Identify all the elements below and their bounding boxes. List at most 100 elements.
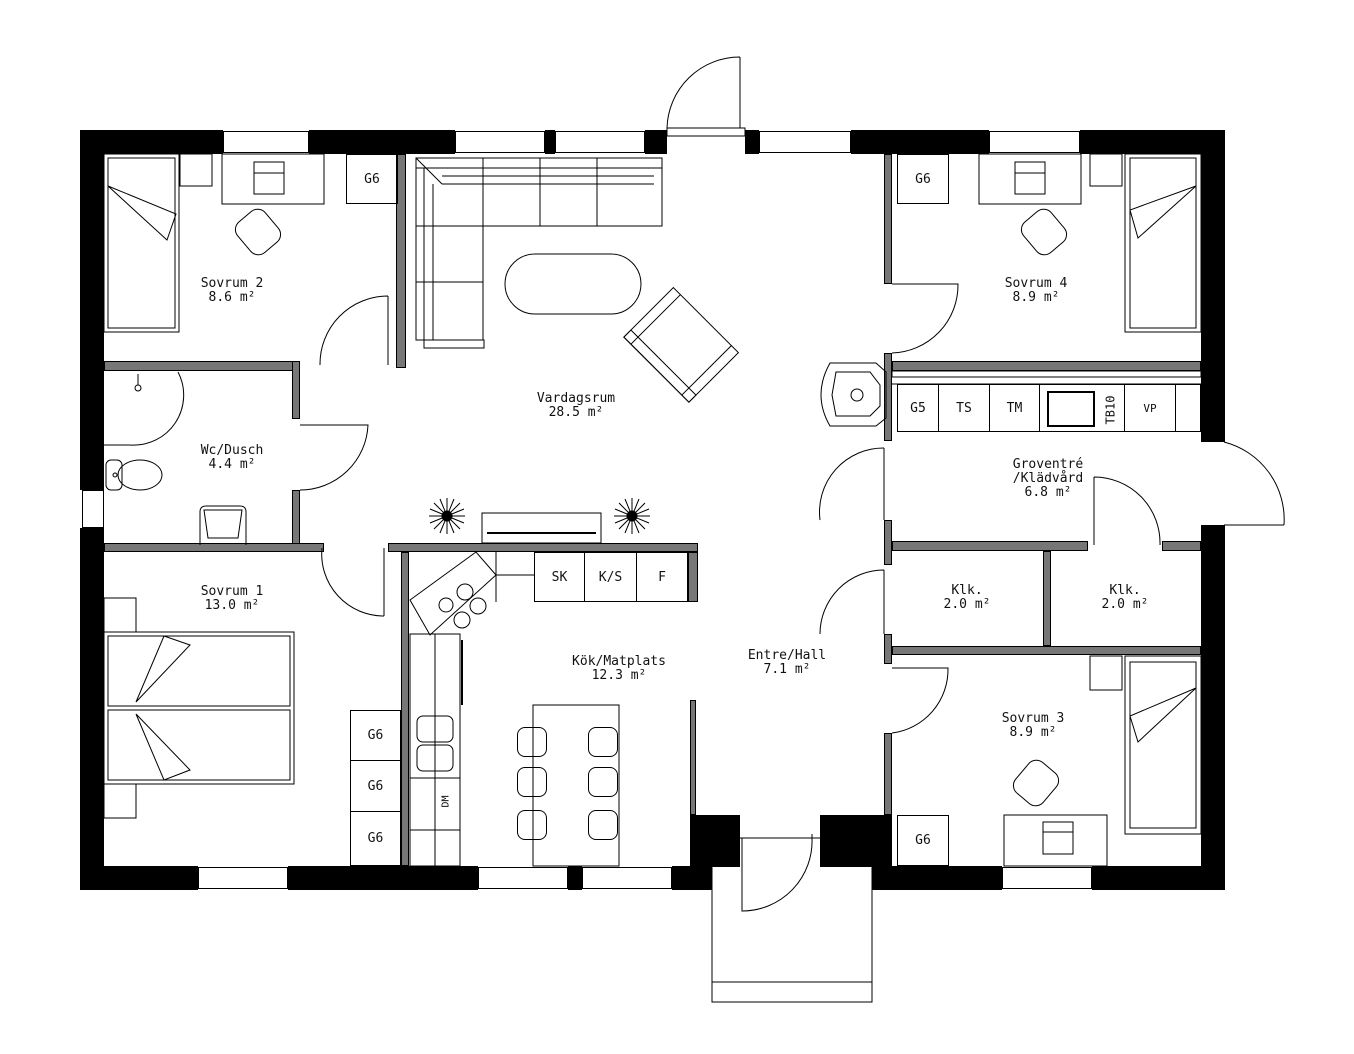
exterior-wall-right <box>1201 525 1225 890</box>
room-label-vardagsrum: Vardagsrum 28.5 m² <box>537 392 615 420</box>
room-label-sovrum-4: Sovrum 4 8.9 m² <box>1005 277 1068 305</box>
room-name: Sovrum 1 <box>200 584 264 599</box>
exterior-wall-right <box>1201 130 1225 442</box>
unit-label: VP <box>1143 401 1157 415</box>
room-area: 8.9 m² <box>1009 725 1057 740</box>
exterior-wall-bottom <box>568 866 582 890</box>
window <box>1002 867 1092 889</box>
room-label-klk-2: Klk. 2.0 m² <box>1102 584 1149 612</box>
dining-chair <box>588 810 618 840</box>
wardrobe-label: G6 <box>915 171 931 187</box>
interior-wall <box>884 733 892 815</box>
room-name: Kök/Matplats <box>572 654 666 669</box>
room-area: 13.0 m² <box>204 598 260 613</box>
room-name: Sovrum 3 <box>1001 711 1065 726</box>
room-name: Wc/Dusch <box>200 443 264 458</box>
laundry-unit-tm: TM <box>989 384 1040 432</box>
room-label-sovrum-2: Sovrum 2 8.6 m² <box>201 277 264 305</box>
dining-chair <box>517 727 547 757</box>
wardrobe-g6-sovrum4: G6 <box>897 154 949 204</box>
wardrobe-g6-sovrum1: G6 <box>350 710 401 761</box>
window <box>82 490 104 528</box>
room-name: Sovrum 2 <box>200 276 264 291</box>
exterior-wall-bottom <box>672 866 712 890</box>
interior-wall <box>292 361 300 419</box>
window <box>989 131 1080 153</box>
interior-wall <box>884 154 892 284</box>
interior-wall <box>690 700 696 815</box>
exterior-wall-bottom <box>872 866 1002 890</box>
laundry-unit-vp: VP <box>1124 384 1176 432</box>
exterior-wall-top <box>745 130 759 154</box>
window <box>759 131 851 153</box>
interior-wall <box>104 543 324 552</box>
exterior-wall-top-right <box>851 130 989 154</box>
exterior-wall-top-right <box>1080 130 1225 154</box>
unit-label: F <box>658 569 666 585</box>
interior-wall <box>892 541 1088 551</box>
wardrobe-g6-sovrum2: G6 <box>346 154 398 204</box>
room-label-entre-hall: Entre/Hall 7.1 m² <box>748 649 826 677</box>
exterior-wall-left <box>80 130 104 490</box>
unit-label: G5 <box>910 400 926 416</box>
room-area: 6.8 m² <box>1024 485 1072 500</box>
laundry-unit-corner <box>1175 384 1201 432</box>
window <box>198 867 288 889</box>
room-label-groventre: Groventré /Klädvård 6.8 m² <box>1013 458 1083 500</box>
window <box>582 867 672 889</box>
exterior-wall-bottom <box>80 866 198 890</box>
wardrobe-label: G6 <box>367 831 384 846</box>
wardrobe-label: G6 <box>367 778 384 794</box>
exterior-wall-bottom <box>1092 866 1225 890</box>
dishwasher-label: DM <box>440 795 452 808</box>
room-name: Entre/Hall <box>747 648 827 663</box>
kitchen-unit-sk: SK <box>534 552 585 602</box>
room-label-kok-matplats: Kök/Matplats 12.3 m² <box>572 655 666 683</box>
wardrobe-g6-sovrum1: G6 <box>350 760 401 812</box>
entry-wall-left <box>690 815 740 867</box>
room-label-klk-1: Klk. 2.0 m² <box>944 584 991 612</box>
room-area: 2.0 m² <box>943 597 991 612</box>
unit-label: TS <box>956 400 972 416</box>
room-label-sovrum-1: Sovrum 1 13.0 m² <box>201 585 264 613</box>
window <box>555 131 645 153</box>
exterior-wall-left <box>80 528 104 890</box>
room-label-wc-dusch: Wc/Dusch 4.4 m² <box>201 444 264 472</box>
wardrobe-g6-sovrum3: G6 <box>897 815 949 866</box>
room-label-sovrum-3: Sovrum 3 8.9 m² <box>1002 712 1065 740</box>
room-name-line2: /Klädvård <box>1012 471 1084 486</box>
entry-wall-right <box>820 815 892 867</box>
unit-label: TB10 <box>1103 395 1118 425</box>
interior-wall <box>401 552 409 866</box>
interior-wall <box>396 154 406 368</box>
room-name: Sovrum 4 <box>1004 276 1068 291</box>
wardrobe-label: G6 <box>367 728 384 743</box>
interior-wall <box>688 552 698 602</box>
wardrobe-g6-sovrum1: G6 <box>350 811 401 866</box>
dining-chair <box>588 727 618 757</box>
interior-wall <box>1043 551 1051 646</box>
room-area: 28.5 m² <box>548 405 604 420</box>
laundry-unit-g5: G5 <box>897 384 939 432</box>
kitchen-unit-f: F <box>636 552 688 602</box>
interior-wall <box>892 646 1201 655</box>
room-area: 12.3 m² <box>591 668 647 683</box>
room-area: 8.6 m² <box>208 290 256 305</box>
wardrobe-label: G6 <box>915 833 931 848</box>
room-name: Klk. <box>1109 583 1141 598</box>
unit-label: SK <box>551 569 568 585</box>
window <box>223 131 309 153</box>
window <box>478 867 568 889</box>
room-area: 4.4 m² <box>208 457 256 472</box>
exterior-wall-top <box>309 130 455 154</box>
wardrobe-label: G6 <box>364 171 380 187</box>
laundry-sink-tb10: TB10 <box>1039 384 1125 432</box>
interior-wall <box>1162 541 1201 551</box>
exterior-wall-top <box>545 130 555 154</box>
window <box>455 131 545 153</box>
interior-wall <box>884 634 892 664</box>
exterior-wall-top <box>645 130 667 154</box>
unit-label: TM <box>1006 400 1023 416</box>
